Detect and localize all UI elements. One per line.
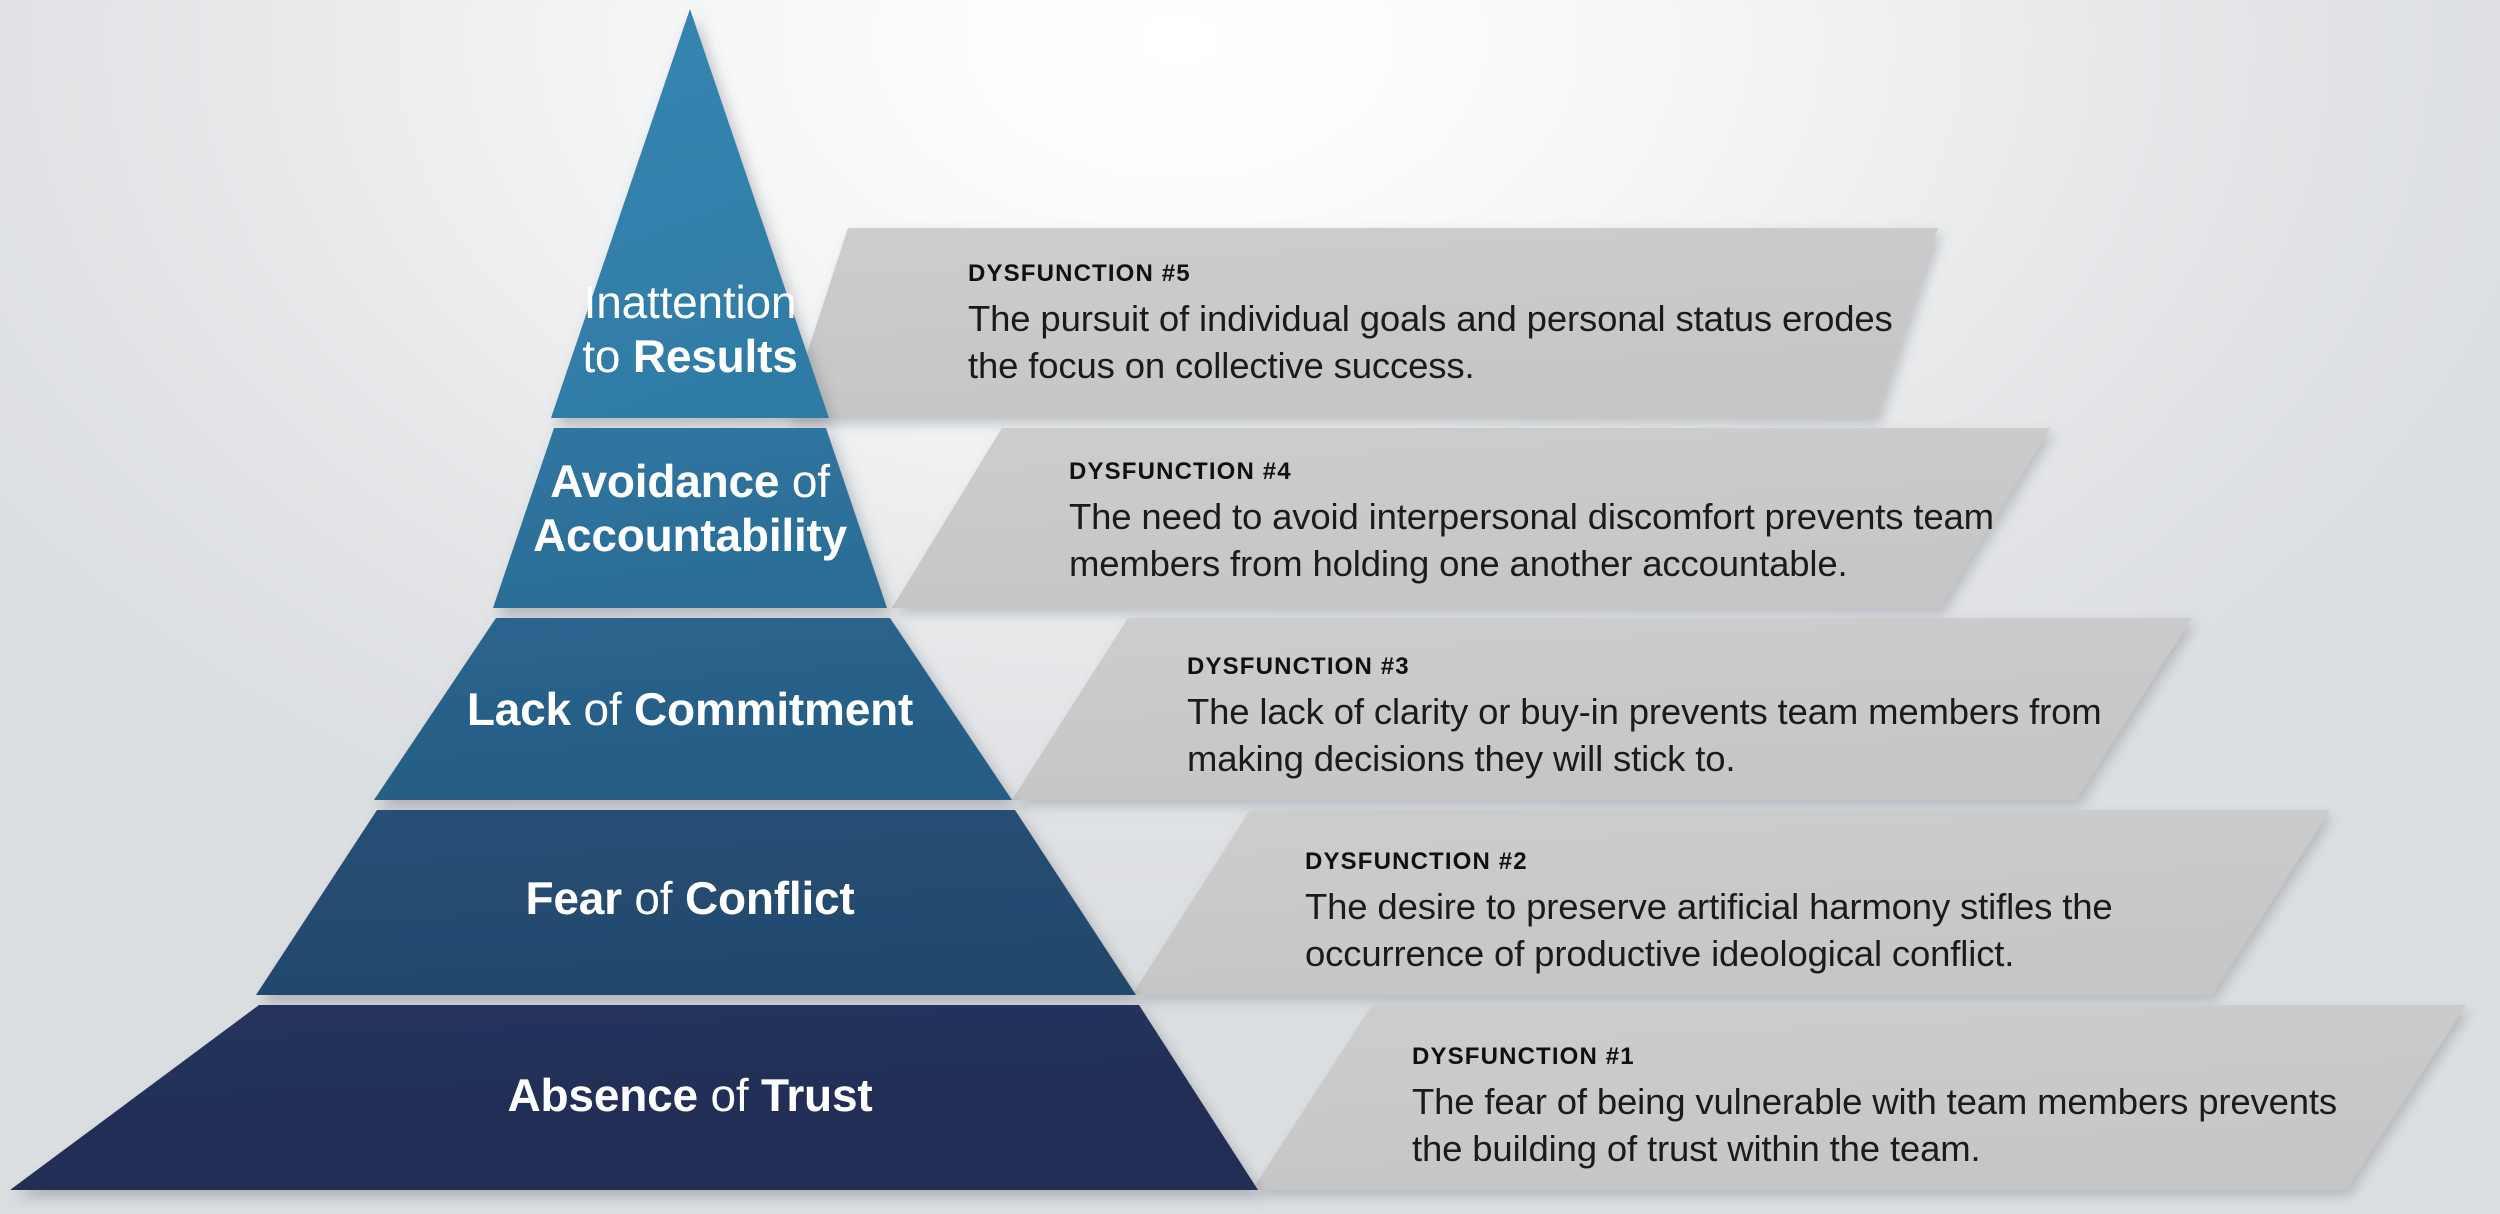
panel-text-1: DYSFUNCTION #1 The fear of being vulnera… — [1412, 1045, 2462, 1173]
pyramid-shapes — [10, 9, 1258, 1190]
panel-1-kicker: DYSFUNCTION #1 — [1412, 1043, 1635, 1070]
panel-shape-2[interactable] — [1132, 810, 2330, 995]
panel-shape-4[interactable] — [892, 428, 2050, 608]
panel-2-body-line-2: occurrence of productive ideological con… — [1305, 933, 2015, 975]
panel-1-body-line-2: the building of trust within the team. — [1412, 1128, 1981, 1170]
panel-3-body-line-1: The lack of clarity or buy-in prevents t… — [1187, 691, 2102, 732]
panel-5-body-line-1: The pursuit of individual goals and pers… — [968, 298, 1893, 339]
panel-5-kicker: DYSFUNCTION #5 — [968, 260, 1191, 287]
pyramid-tier-1-shape[interactable] — [10, 1005, 1258, 1190]
pyramid-tier-2-shape[interactable] — [256, 810, 1136, 995]
panel-2-kicker: DYSFUNCTION #2 — [1305, 848, 1528, 875]
panel-4-body-line-2: members from holding one another account… — [1069, 543, 1848, 585]
panel-3-body-line-2: making decisions they will stick to. — [1187, 738, 1736, 780]
panel-5-body-line-2: the focus on collective success. — [968, 345, 1475, 387]
pyramid-tier-3-shape[interactable] — [374, 618, 1012, 800]
panel-shape-1[interactable] — [1252, 1005, 2466, 1190]
panel-shape-3[interactable] — [1012, 618, 2192, 800]
panel-4-kicker: DYSFUNCTION #4 — [1069, 458, 1292, 485]
pyramid-tier-5-shape[interactable] — [551, 9, 829, 418]
panel-shapes — [786, 228, 2466, 1190]
panel-text-4: DYSFUNCTION #4 The need to avoid interpe… — [1069, 460, 2069, 588]
panel-3-kicker: DYSFUNCTION #3 — [1187, 653, 1410, 680]
panel-text-2: DYSFUNCTION #2 The desire to preserve ar… — [1305, 850, 2305, 978]
panel-shape-5[interactable] — [786, 228, 1938, 418]
panel-text-5: DYSFUNCTION #5 The pursuit of individual… — [968, 262, 1968, 390]
panel-1-body-line-1: The fear of being vulnerable with team m… — [1412, 1081, 2337, 1122]
pyramid-tier-4-shape[interactable] — [493, 428, 887, 608]
panel-4-body-line-1: The need to avoid interpersonal discomfo… — [1069, 496, 1994, 537]
panel-text-3: DYSFUNCTION #3 The lack of clarity or bu… — [1187, 655, 2187, 783]
panel-2-body-line-1: The desire to preserve artificial harmon… — [1305, 886, 2113, 927]
